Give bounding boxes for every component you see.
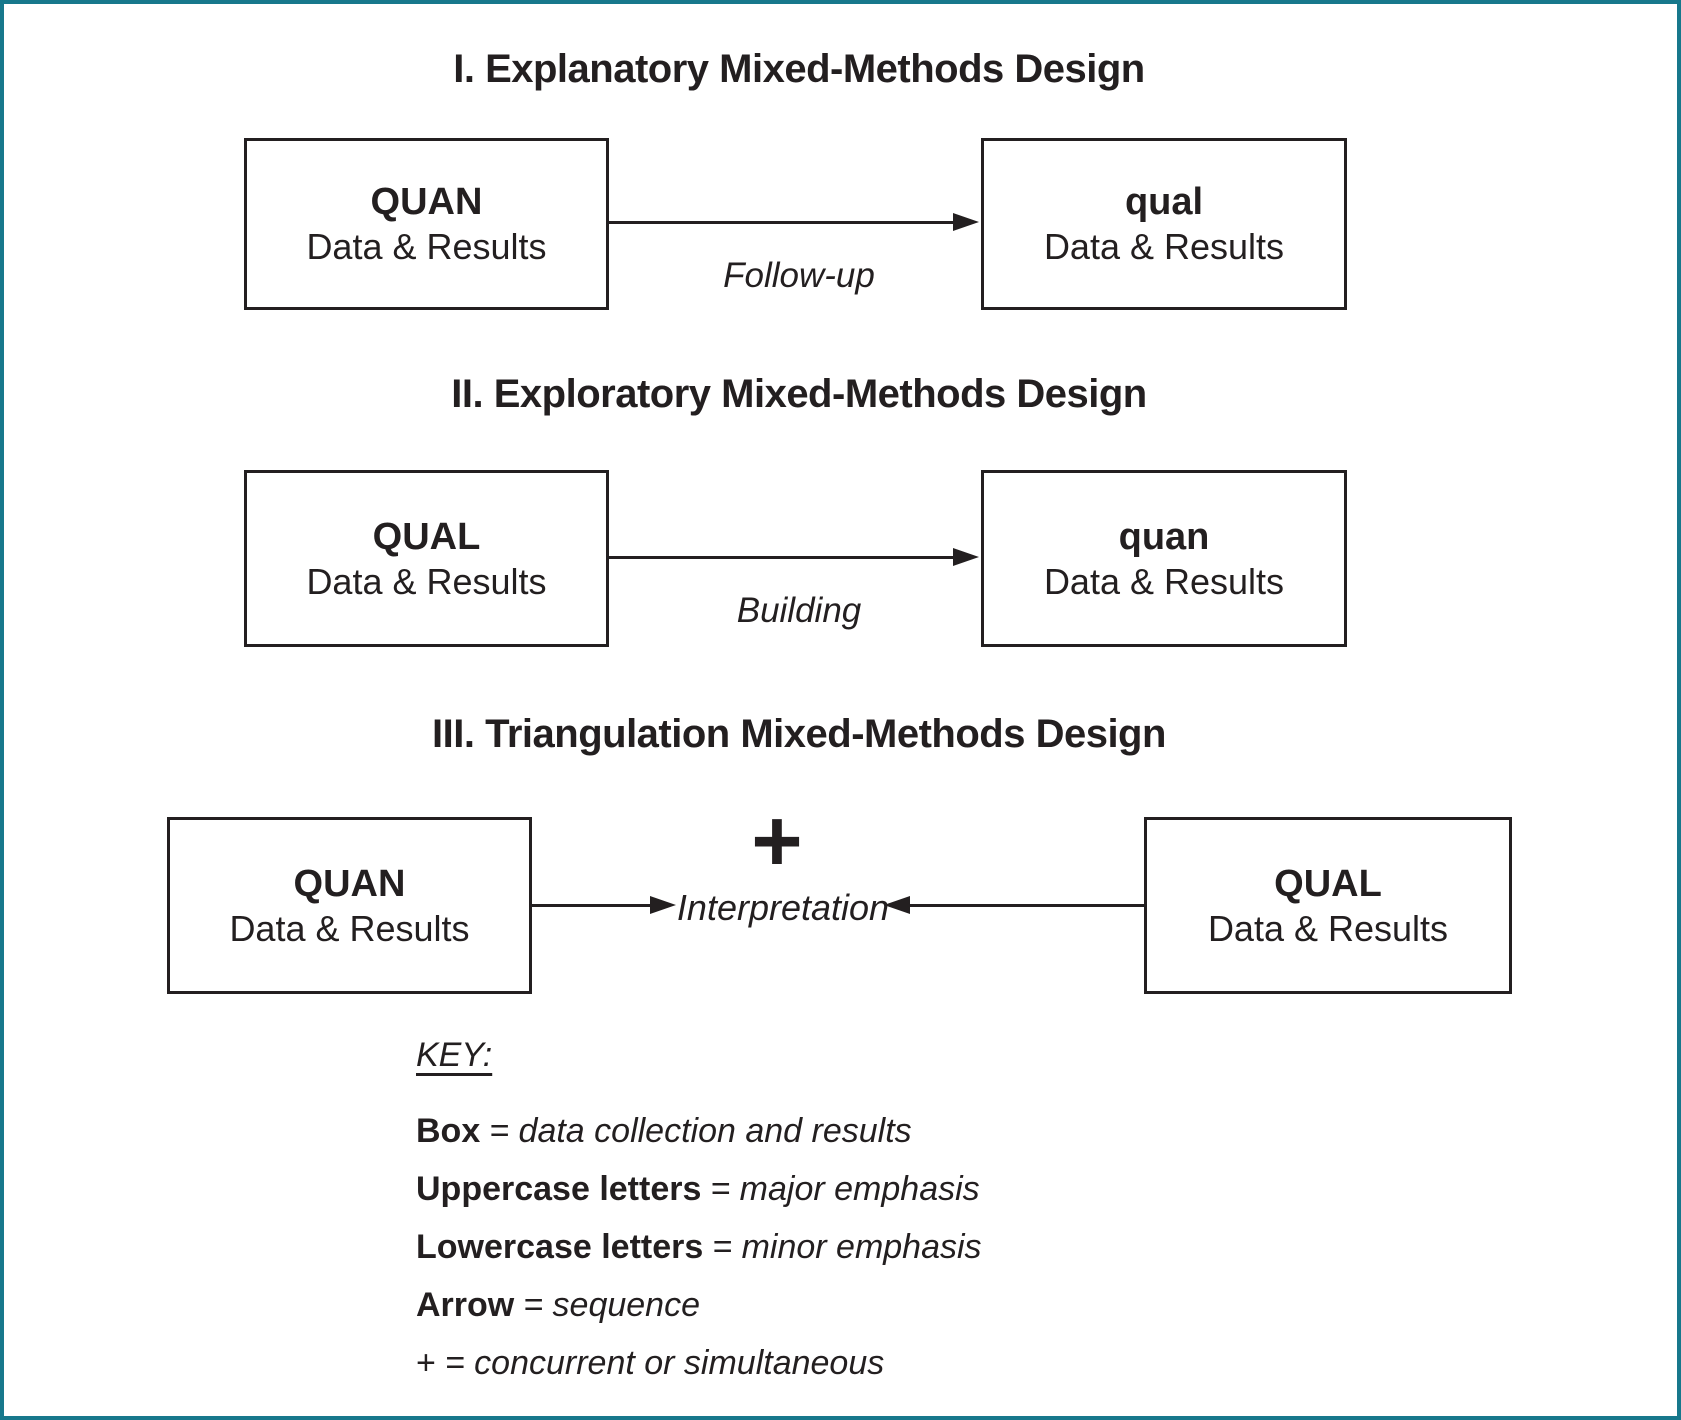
box-label-qual: qual	[1124, 181, 1204, 223]
key-term: Lowercase letters	[416, 1228, 704, 1266]
key-entry-lowercase: Lowercase letters= minor emphasis	[416, 1218, 982, 1276]
section-1-title: I. Explanatory Mixed-Methods Design	[453, 47, 1145, 91]
key-entry-box: Box= data collection and results	[416, 1102, 982, 1160]
box-label-quan: quan	[1118, 515, 1210, 558]
key-definition: = sequence	[523, 1286, 700, 1324]
key-term: +	[416, 1344, 436, 1382]
box-sublabel: Data & Results	[306, 560, 547, 602]
interpretation-label: Interpretation	[676, 887, 890, 928]
section-2-left-box: QUAL Data & Results	[244, 470, 609, 647]
sequence-arrow-line	[609, 221, 955, 224]
section-2-right-box: quan Data & Results	[981, 470, 1347, 647]
arrow-label-building: Building	[736, 591, 862, 630]
arrow-right-icon	[650, 896, 676, 914]
section-3-title: III. Triangulation Mixed-Methods Design	[432, 712, 1166, 756]
key-legend: Box= data collection and results Upperca…	[416, 1102, 982, 1392]
key-title: KEY:	[416, 1036, 493, 1074]
key-entry-arrow: Arrow= sequence	[416, 1276, 982, 1334]
section-1-left-box: QUAN Data & Results	[244, 138, 609, 310]
concurrent-arrow-line	[910, 904, 1144, 907]
box-label-quan: QUAN	[370, 181, 483, 223]
key-term: Uppercase letters	[416, 1170, 702, 1208]
concurrent-arrow-line	[532, 904, 650, 907]
sequence-arrow-line	[609, 556, 955, 559]
key-term: Arrow	[416, 1286, 515, 1324]
section-2-title: II. Exploratory Mixed-Methods Design	[451, 372, 1147, 416]
section-1-right-box: qual Data & Results	[981, 138, 1347, 310]
box-sublabel: Data & Results	[306, 226, 547, 267]
key-definition: = concurrent or simultaneous	[444, 1344, 885, 1382]
key-definition: = minor emphasis	[712, 1228, 982, 1266]
arrow-right-icon	[953, 548, 979, 566]
key-entry-plus: += concurrent or simultaneous	[416, 1334, 982, 1392]
box-sublabel: Data & Results	[1207, 907, 1449, 949]
arrow-label-follow-up: Follow-up	[723, 256, 875, 295]
box-sublabel: Data & Results	[1043, 226, 1285, 267]
key-entry-uppercase: Uppercase letters= major emphasis	[416, 1160, 982, 1218]
arrow-left-icon	[884, 896, 910, 914]
section-3-left-box: QUAN Data & Results	[167, 817, 532, 994]
key-definition: = major emphasis	[710, 1170, 980, 1208]
key-term: Box	[416, 1112, 481, 1150]
box-sublabel: Data & Results	[229, 907, 470, 949]
box-label-qual: QUAL	[372, 515, 481, 558]
key-definition: = data collection and results	[489, 1112, 912, 1150]
box-label-quan: QUAN	[293, 862, 406, 905]
plus-icon: +	[751, 791, 803, 890]
box-sublabel: Data & Results	[1043, 560, 1285, 602]
arrow-right-icon	[953, 213, 979, 231]
section-3-right-box: QUAL Data & Results	[1144, 817, 1512, 994]
box-label-qual: QUAL	[1274, 862, 1382, 905]
